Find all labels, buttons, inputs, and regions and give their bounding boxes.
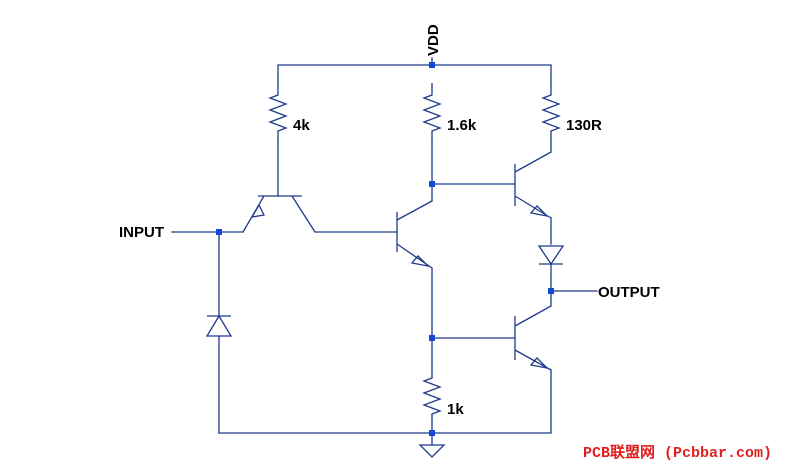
q3-collector — [514, 151, 552, 173]
diode-output-triangle — [537, 245, 565, 266]
diode-output-level-shift — [537, 245, 565, 266]
transistor-q2 — [396, 200, 433, 269]
junctions — [216, 62, 554, 436]
junction-q2-emitter — [429, 335, 435, 341]
r1-value-label: 4k — [293, 117, 310, 134]
ground-rail — [218, 369, 552, 434]
resistor-r2 — [422, 83, 442, 137]
output-label: OUTPUT — [598, 284, 660, 301]
watermark-text: PCB联盟网 (Pcbbar.com) — [583, 444, 772, 462]
transistor-q3 — [514, 151, 552, 219]
junction-output — [548, 288, 554, 294]
q2-emitter-arrow — [410, 255, 430, 268]
ground-icon — [418, 444, 446, 458]
junction-input — [216, 229, 222, 235]
q2-collector — [396, 200, 433, 221]
q1-collector — [291, 195, 316, 233]
junction-q2-collector — [429, 181, 435, 187]
q3-emitter-arrow — [529, 205, 549, 218]
wires — [171, 57, 598, 446]
vdd-label: VDD — [425, 24, 442, 56]
q4-emitter-arrow — [529, 357, 549, 370]
diode-input-clamp — [205, 314, 233, 337]
resistor-r4 — [422, 365, 442, 420]
junction-vdd — [429, 62, 435, 68]
input-label: INPUT — [119, 224, 164, 241]
junction-ground — [429, 430, 435, 436]
r4-value-label: 1k — [447, 401, 464, 418]
vdd-rail — [277, 64, 552, 84]
r2-value-label: 1.6k — [447, 117, 477, 134]
resistor-r3 — [541, 83, 561, 137]
q4-collector — [514, 305, 552, 327]
diode-input-triangle — [205, 314, 233, 337]
q1-emitter-arrow — [250, 203, 265, 218]
transistor-q1 — [242, 195, 316, 233]
resistor-r1 — [268, 83, 288, 137]
r3-value-label: 130R — [566, 117, 602, 134]
transistor-q4 — [514, 305, 552, 371]
